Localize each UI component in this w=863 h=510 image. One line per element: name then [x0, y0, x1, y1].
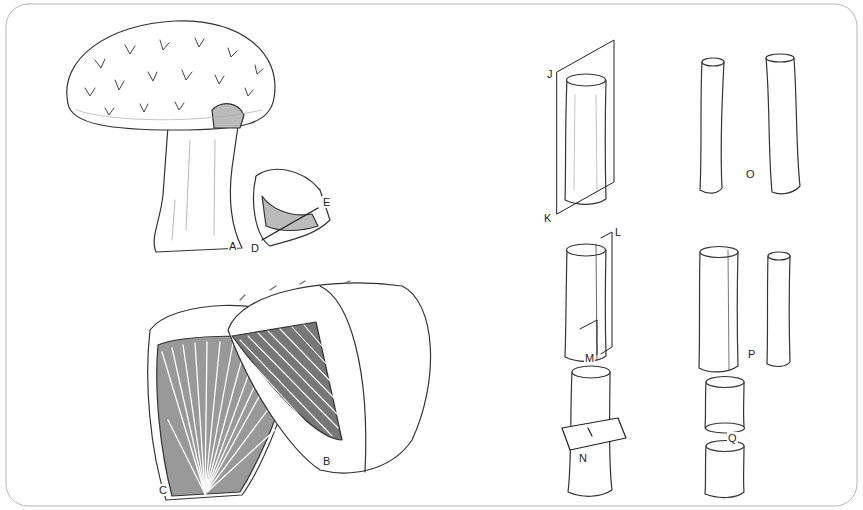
part-letter: M — [584, 352, 595, 364]
part-letter: A — [228, 240, 237, 252]
part-letter: K — [543, 212, 552, 224]
part-letter: N — [578, 452, 588, 464]
part-letter: C — [158, 484, 168, 496]
part-letter: D — [250, 242, 260, 254]
part-letter: O — [745, 168, 756, 180]
part-letter: J — [546, 68, 554, 80]
part-letter: B — [322, 455, 331, 467]
part-letter: P — [747, 348, 756, 360]
part-letter: E — [322, 196, 331, 208]
part-letter: Q — [727, 432, 738, 444]
part-letter: L — [614, 226, 622, 238]
